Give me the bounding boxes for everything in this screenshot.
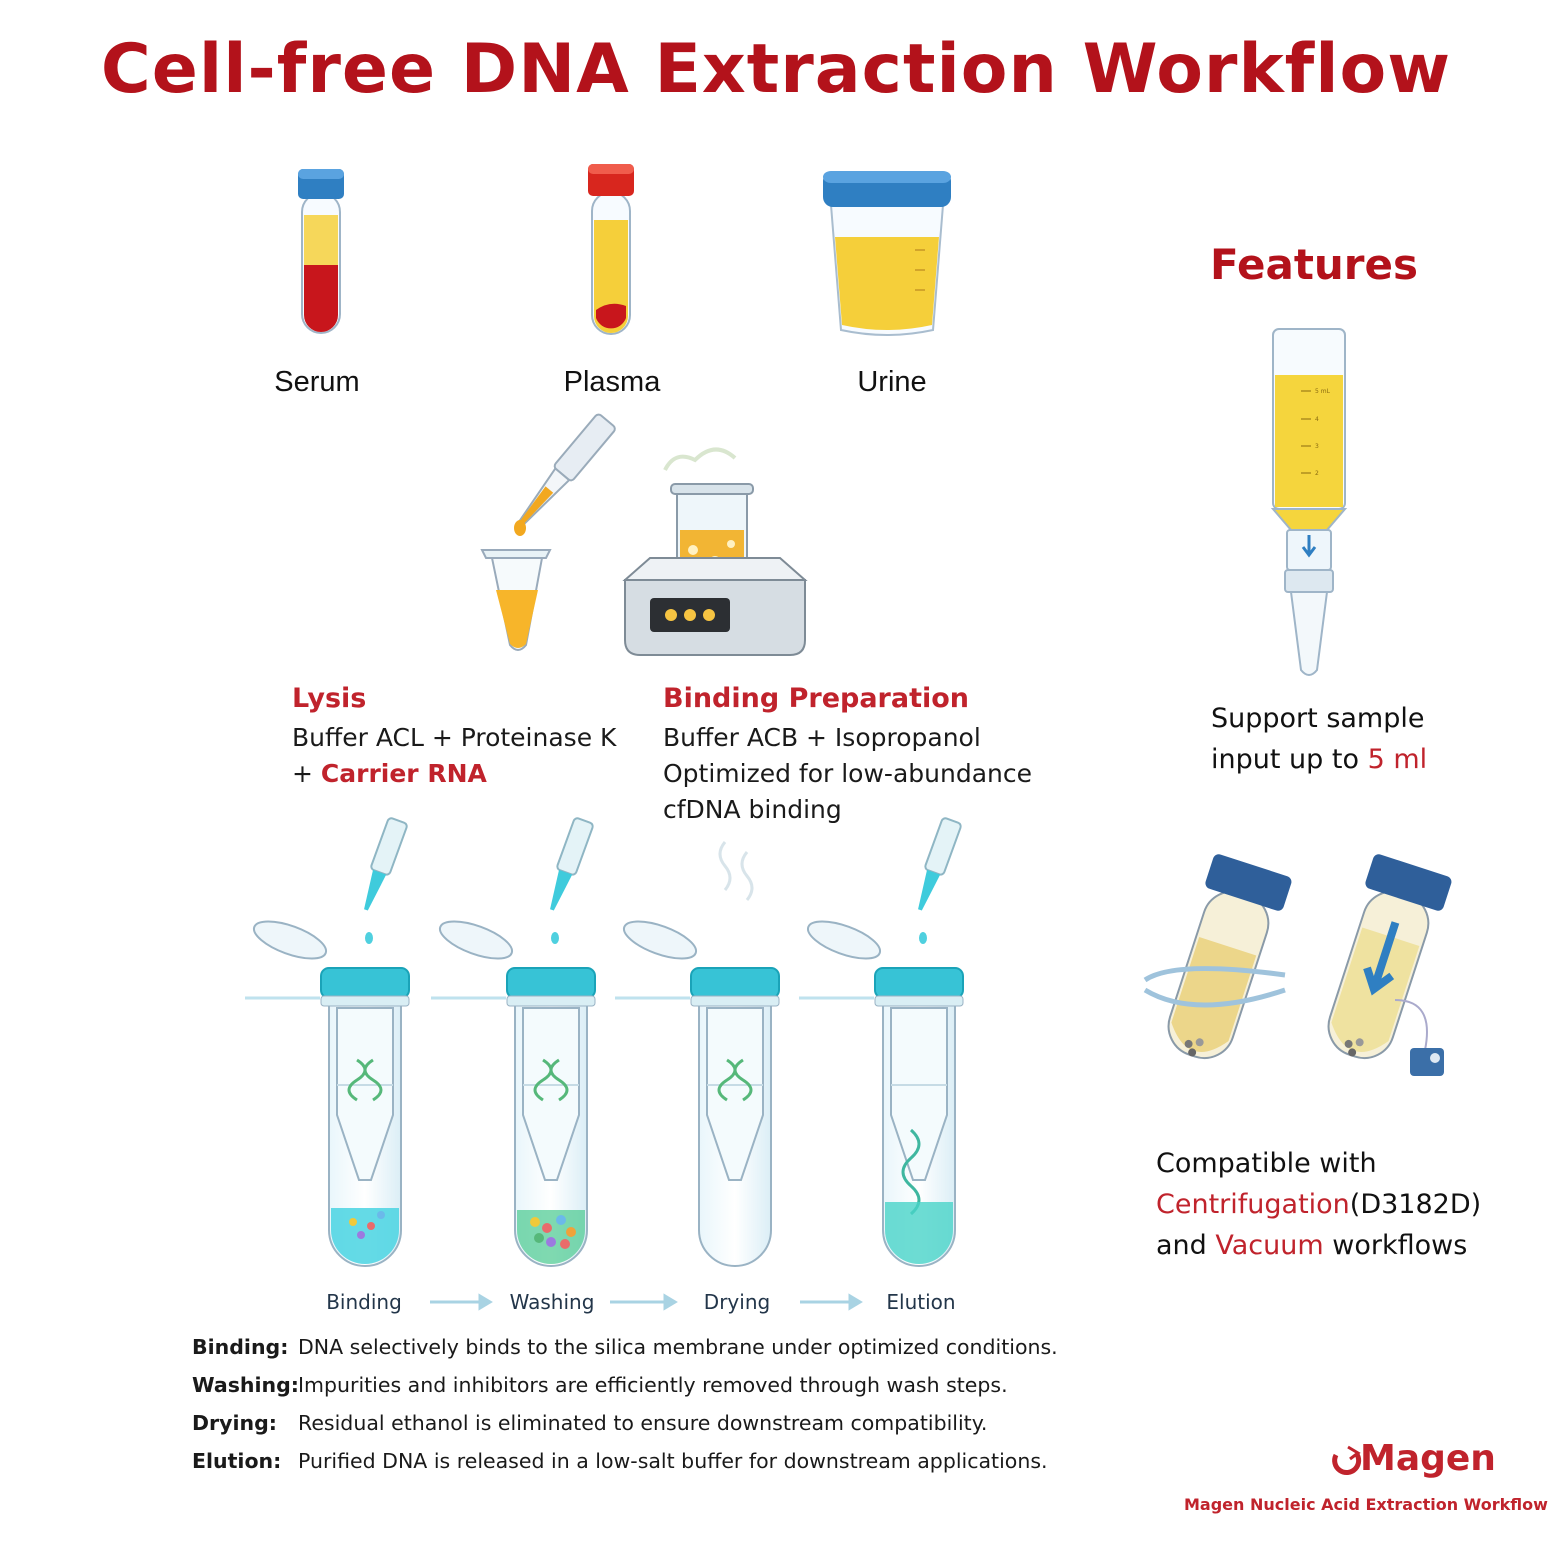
process-arrows (430, 1293, 863, 1311)
feature-input-line1: Support sample (1211, 703, 1425, 734)
process-label-drying: Drying (703, 1290, 771, 1314)
binding-prep-line2: Optimized for low-abundance (663, 759, 1032, 788)
description-text: DNA selectively binds to the silica memb… (298, 1335, 1058, 1359)
spin-column-drying-icon (615, 841, 780, 1267)
product-code: (D3182D) (1349, 1189, 1482, 1220)
binding-prep-description: Buffer ACB + Isopropanol Optimized for l… (663, 720, 1032, 828)
urine-cup-icon (823, 171, 951, 336)
feature-compat-and: and (1156, 1230, 1216, 1261)
lysis-line2-prefix: + (292, 759, 321, 788)
page-title: Cell-free DNA Extraction Workflow (100, 30, 1452, 109)
centrifugation-highlight: Centrifugation (1156, 1189, 1350, 1220)
lysis-heading: Lysis (292, 683, 367, 714)
pipette-tube-icon (480, 413, 616, 651)
arrow-icon (663, 1293, 678, 1311)
tube-mark-label: 5 mL (1315, 388, 1331, 395)
plasma-tube-icon (588, 164, 634, 335)
description-text: Residual ethanol is eliminated to ensure… (298, 1411, 988, 1435)
sample-label-serum: Serum (274, 366, 360, 398)
description-row-binding: Binding: DNA selectively binds to the sil… (192, 1335, 1058, 1359)
tube-mark-label: 4 (1315, 416, 1319, 423)
binding-prep-line1: Buffer ACB + Isopropanol (663, 723, 981, 752)
brand-logo: Magen (1360, 1438, 1496, 1479)
process-label-binding: Binding (326, 1290, 402, 1314)
feature-compat-line1: Compatible with (1156, 1148, 1377, 1179)
heat-block-icon (622, 447, 808, 656)
description-key: Elution: (192, 1449, 282, 1473)
centrifuge-vacuum-tubes-icon (1143, 854, 1452, 1076)
description-row-elution: Elution: Purified DNA is released in a lo… (192, 1449, 1048, 1473)
vacuum-highlight: Vacuum (1215, 1230, 1324, 1261)
brand-tagline: Magen Nucleic Acid Extraction Workflow (1184, 1495, 1548, 1514)
feature-input-line2: input up to 5 ml (1211, 739, 1427, 780)
lysis-description: Buffer ACL + Proteinase K + Carrier RNA (292, 720, 616, 792)
description-row-drying: Drying: Residual ethanol is eliminated to… (192, 1411, 987, 1435)
arrow-icon (478, 1293, 493, 1311)
process-label-elution: Elution (886, 1290, 956, 1314)
lysis-line2: + Carrier RNA (292, 756, 616, 792)
tube-mark-label: 2 (1315, 470, 1319, 477)
sample-label-urine: Urine (857, 366, 927, 398)
large-volume-column-icon: 5 mL 4 3 2 (1270, 328, 1348, 676)
feature-input-prefix: input up to (1211, 744, 1368, 775)
feature-input-text: Support sample input up to 5 ml (1211, 698, 1427, 780)
sample-label-plasma: Plasma (563, 366, 661, 398)
feature-compat-tail: workflows (1323, 1230, 1468, 1261)
feature-compat-text: Compatible with Centrifugation(D3182D) a… (1156, 1143, 1481, 1266)
magen-logo-icon (1332, 1445, 1362, 1475)
input-volume-highlight: 5 ml (1367, 744, 1428, 775)
spin-column-binding-icon (245, 817, 410, 1267)
description-text: Impurities and inhibitors are efficientl… (298, 1373, 1008, 1397)
description-key: Drying: (192, 1411, 277, 1435)
serum-tube-icon (298, 169, 344, 334)
spin-column-process-illustration (245, 817, 964, 1267)
spin-column-washing-icon (431, 817, 596, 1267)
binding-prep-heading: Binding Preparation (663, 683, 970, 714)
description-row-washing: Washing:Impurities and inhibitors are ef… (192, 1373, 1008, 1397)
feature-compat-line2: Centrifugation(D3182D) (1156, 1184, 1481, 1225)
description-key: Binding: (192, 1335, 289, 1359)
tube-mark-label: 3 (1315, 443, 1319, 450)
features-heading: Features (1210, 240, 1418, 289)
spin-column-elution-icon (799, 817, 964, 1267)
description-text: Purified DNA is released in a low-salt b… (298, 1449, 1048, 1473)
binding-prep-line3: cfDNA binding (663, 795, 842, 824)
description-key: Washing: (192, 1373, 300, 1397)
process-label-washing: Washing (509, 1290, 595, 1314)
carrier-rna-highlight: Carrier RNA (320, 759, 487, 788)
feature-compat-line3: and Vacuum workflows (1156, 1225, 1481, 1266)
lysis-line1: Buffer ACL + Proteinase K (292, 723, 617, 752)
arrow-icon (848, 1293, 863, 1311)
